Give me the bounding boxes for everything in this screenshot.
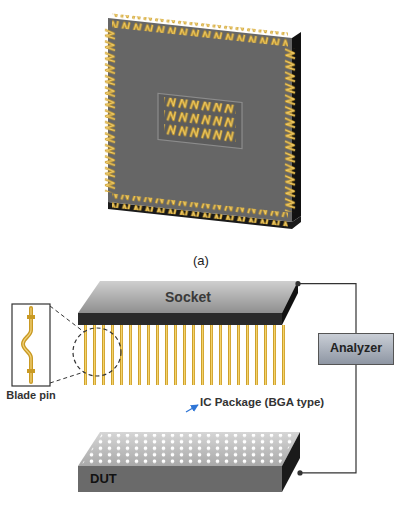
node-label: DUT: [90, 472, 150, 486]
blade-pin-detail: Blade pin: [2, 303, 60, 403]
dut-board: DUT: [78, 432, 300, 494]
blade-pin-array: [84, 325, 291, 385]
signal-wire: [298, 284, 356, 333]
analyzer-box: Analyzer: [318, 333, 394, 365]
detail-leader: [50, 372, 84, 383]
socket-slab: Socket: [78, 281, 298, 326]
component-label: IC Package (BGA type): [200, 396, 324, 409]
pointer-arrow: [186, 405, 198, 412]
subfigure-label: (a): [193, 254, 209, 268]
blade-pin-detail-outline: [2, 303, 60, 403]
node-label: Socket: [78, 290, 298, 305]
signal-wire: [300, 365, 356, 473]
node-label: Analyzer: [319, 342, 393, 356]
node-label: Blade pin: [2, 389, 60, 401]
wire-terminal-dot: [297, 470, 302, 475]
socket-board: [103, 12, 301, 229]
detail-circle: [73, 328, 121, 376]
